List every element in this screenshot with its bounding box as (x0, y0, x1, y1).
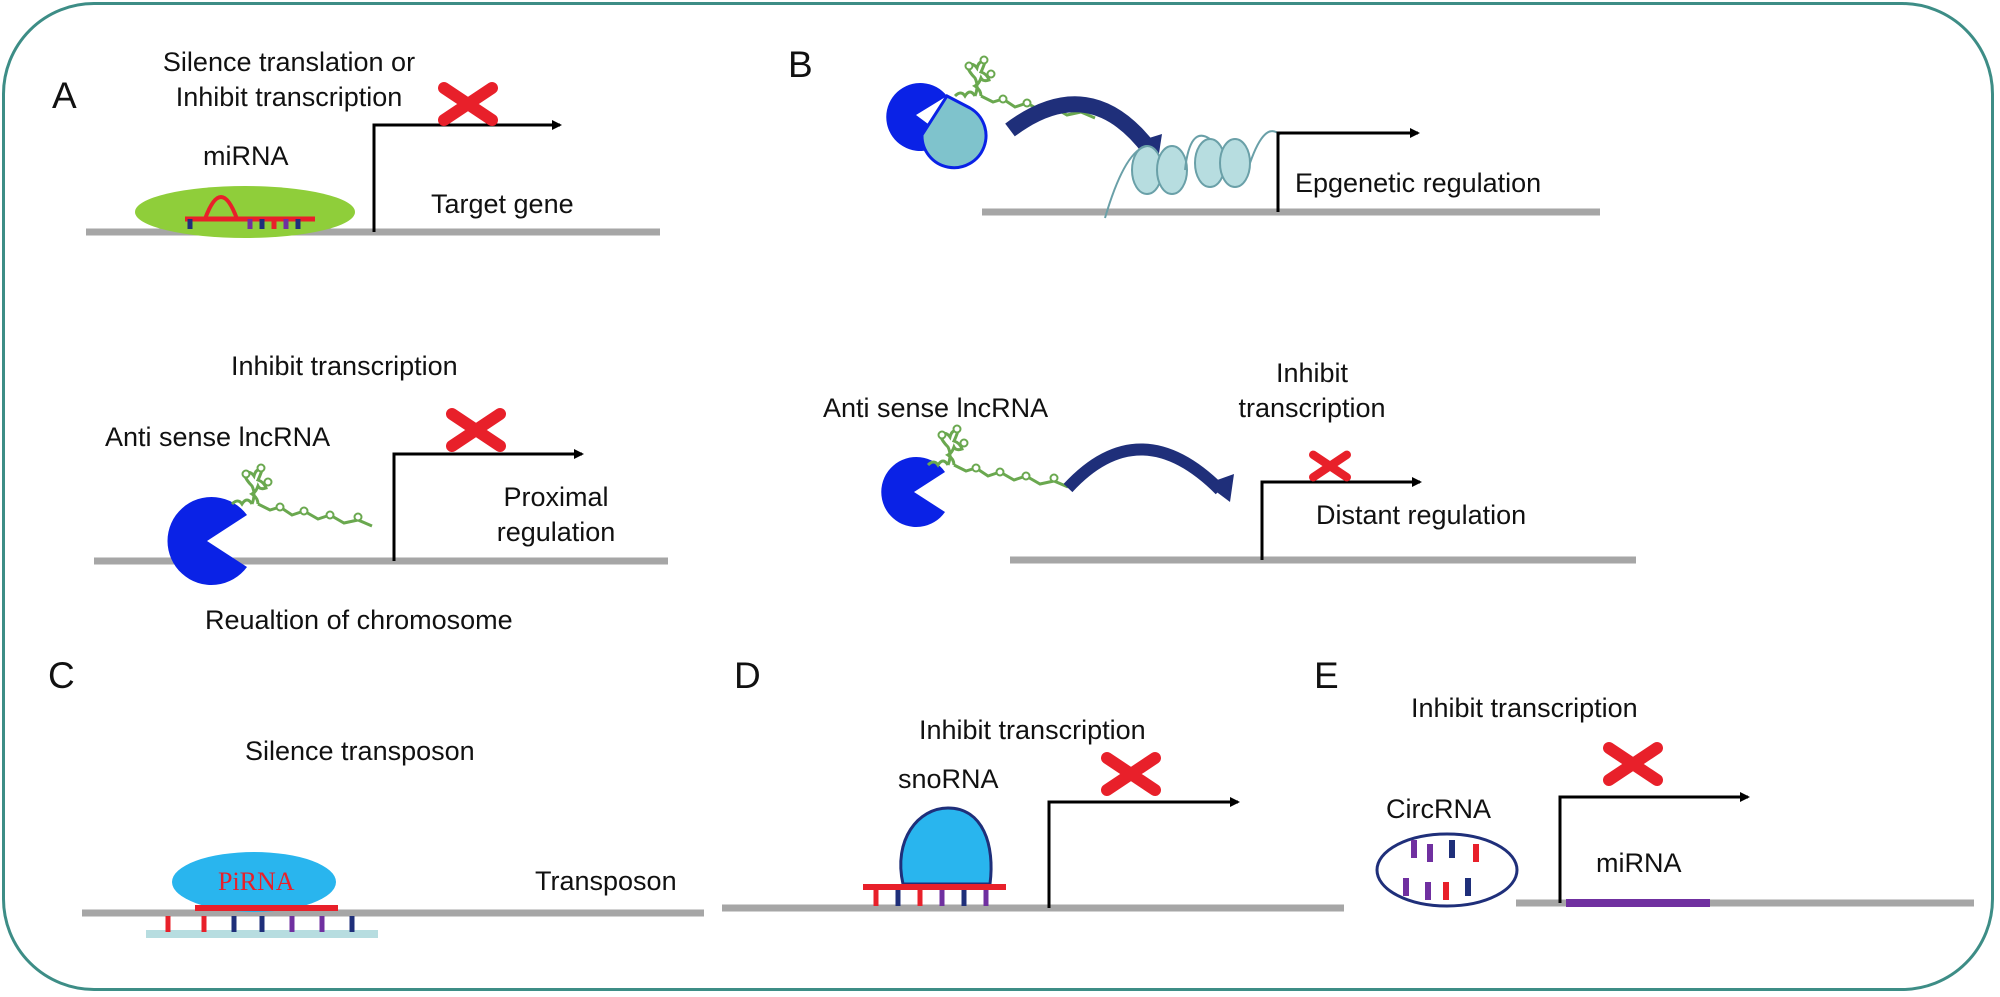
antisense-lncrna-distant-label: Anti sense lncRNA (823, 393, 1049, 423)
inhibit-transcription-distant-line-2: transcription (1238, 392, 1386, 423)
panel-e-circrna (1375, 748, 1974, 908)
distal-arrow (1063, 443, 1225, 495)
base-pairs (1403, 840, 1479, 900)
snorna-label: snoRNA (898, 764, 999, 794)
recruit-arrow (1005, 96, 1157, 155)
panel-letter-a: A (52, 75, 77, 116)
tss-arrow (392, 449, 584, 561)
panel-letter-c: C (48, 655, 75, 696)
panel-a-mirna (86, 88, 660, 238)
inhibit-x-icon (1609, 748, 1657, 780)
target-gene-label: Target gene (431, 189, 574, 219)
inhibit-transcription-distant-line-1: Inhibit (1275, 358, 1349, 388)
base-pairs (165, 916, 355, 932)
silence-translation-line-2: Inhibit transcription (175, 81, 403, 112)
proximal-regulation-line-2: regulation (496, 516, 616, 547)
lncrna-protein-pacman (881, 457, 945, 527)
panel-d-snorna (722, 758, 1344, 912)
distal-arrow-head (1206, 474, 1234, 502)
panel-b-distant (881, 424, 1636, 564)
panel-c-pirna (82, 852, 704, 938)
lncrna-protein-pacman (167, 497, 247, 585)
base-pairs (187, 219, 301, 229)
silence-translation-label: Silence translation or Inhibit transcrip… (130, 45, 448, 114)
circrna-label: CircRNA (1386, 794, 1491, 824)
panel-a-antisense-proximal (94, 414, 668, 585)
panel-letter-e: E (1314, 655, 1339, 696)
tss-arrow (372, 120, 562, 232)
tss-arrow (1260, 477, 1422, 560)
proximal-regulation-label: Proximal regulation (468, 480, 644, 549)
panel-letter-b: B (788, 44, 813, 85)
snorna-body (899, 806, 993, 886)
panel-letter-d: D (734, 655, 761, 696)
antisense-lncrna-label: Anti sense lncRNA (105, 422, 331, 452)
base-pairs (873, 890, 989, 906)
mirna-bulge (203, 195, 239, 220)
mirna-complex (135, 186, 355, 238)
chromatin-complex (920, 94, 988, 170)
proximal-regulation-line-1: Proximal (503, 482, 609, 512)
lncrna-hairpin (926, 424, 1070, 489)
mirna-target-label: miRNA (1596, 848, 1682, 878)
tss-arrow (1047, 797, 1240, 908)
inhibit-x-icon (452, 414, 500, 446)
pirna-label: PiRNA (218, 867, 295, 896)
epigenetic-regulation-label: Epgenetic regulation (1295, 168, 1542, 198)
distant-regulation-label: Distant regulation (1316, 500, 1527, 530)
panel-b-epigenetic (886, 55, 1600, 219)
nucleosomes (1131, 138, 1251, 195)
tss-arrow (1558, 792, 1750, 903)
tss-arrow (1276, 128, 1420, 212)
pirna-cloud (172, 852, 336, 912)
inhibit-x-icon (444, 88, 492, 120)
inhibit-transcription-d-label: Inhibit transcription (919, 715, 1146, 745)
inhibit-x-icon (1309, 450, 1351, 482)
mirna-label: miRNA (203, 141, 289, 171)
silence-translation-line-1: Silence translation or (162, 47, 416, 77)
inhibit-transcription-label: Inhibit transcription (231, 351, 458, 381)
inhibit-x-icon (1107, 758, 1155, 790)
inhibit-transcription-e-label: Inhibit transcription (1411, 693, 1638, 723)
lncrna-hairpin (230, 463, 374, 528)
transposon-label: Transposon (535, 866, 677, 896)
inhibit-transcription-distant-label: Inhibit transcription (1222, 356, 1402, 425)
chromosome-regulation-label: Reualtion of chromosome (205, 605, 513, 635)
silence-transposon-label: Silence transposon (245, 736, 475, 766)
